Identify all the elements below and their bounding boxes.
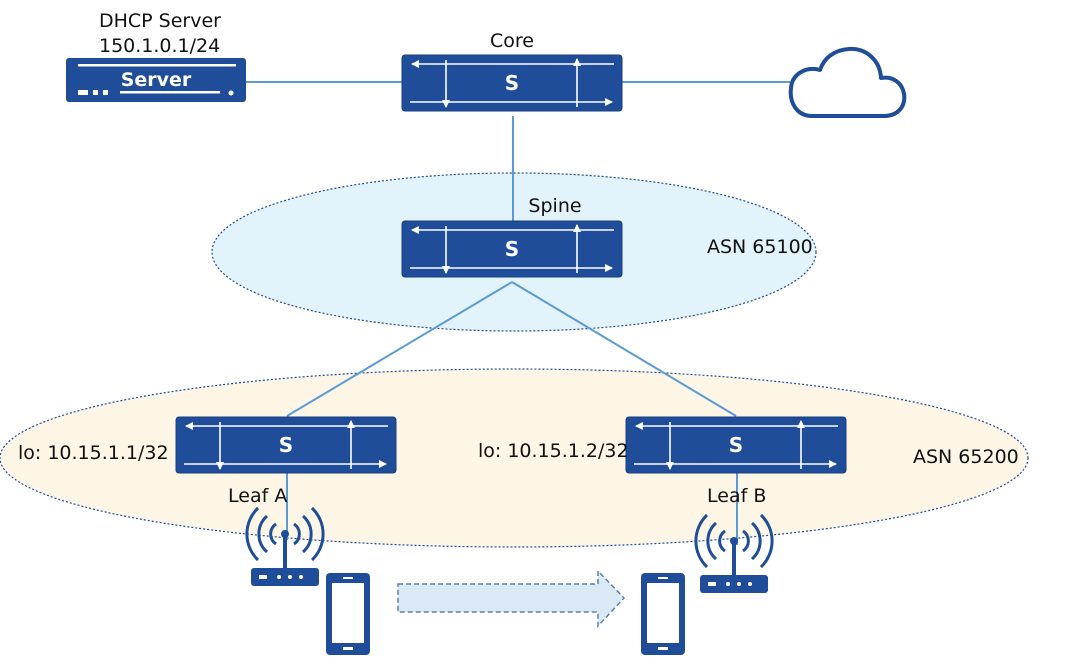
spine-switch-icon: S — [402, 221, 622, 277]
leaf-asn-label: ASN 65200 — [913, 446, 1019, 468]
dhcp-server-subnet-label: 150.1.0.1/24 — [99, 35, 220, 57]
core-switch-letter: S — [505, 71, 519, 95]
leaf-a-switch-letter: S — [279, 433, 293, 457]
spine-asn-label: ASN 65100 — [707, 236, 813, 258]
spine-switch-letter: S — [505, 237, 519, 261]
phone-b-icon — [641, 573, 685, 655]
leaf-a-switch-icon: S — [176, 417, 396, 473]
leaf-a-label: Leaf A — [228, 485, 287, 507]
roam-arrow-icon — [397, 569, 626, 628]
server-text: Server — [121, 69, 192, 91]
cloud-icon — [788, 46, 907, 118]
leaf-b-label: Leaf B — [707, 485, 766, 507]
server-icon: Server — [66, 58, 246, 102]
link-spine-leaf-b — [511, 281, 737, 417]
dhcp-server-name-label: DHCP Server — [99, 10, 221, 32]
spine-label: Spine — [528, 195, 581, 217]
core-switch-icon: S — [402, 55, 622, 111]
leaf-b-loopback-label: lo: 10.15.1.2/32 — [478, 440, 629, 462]
leaf-asn-zone — [0, 368, 1029, 548]
core-label: Core — [490, 30, 534, 52]
link-spine-leaf-a — [286, 281, 513, 417]
phone-a-icon — [326, 573, 370, 655]
leaf-b-switch-letter: S — [729, 433, 743, 457]
leaf-b-switch-icon: S — [626, 417, 846, 473]
leaf-a-loopback-label: lo: 10.15.1.1/32 — [18, 442, 169, 464]
